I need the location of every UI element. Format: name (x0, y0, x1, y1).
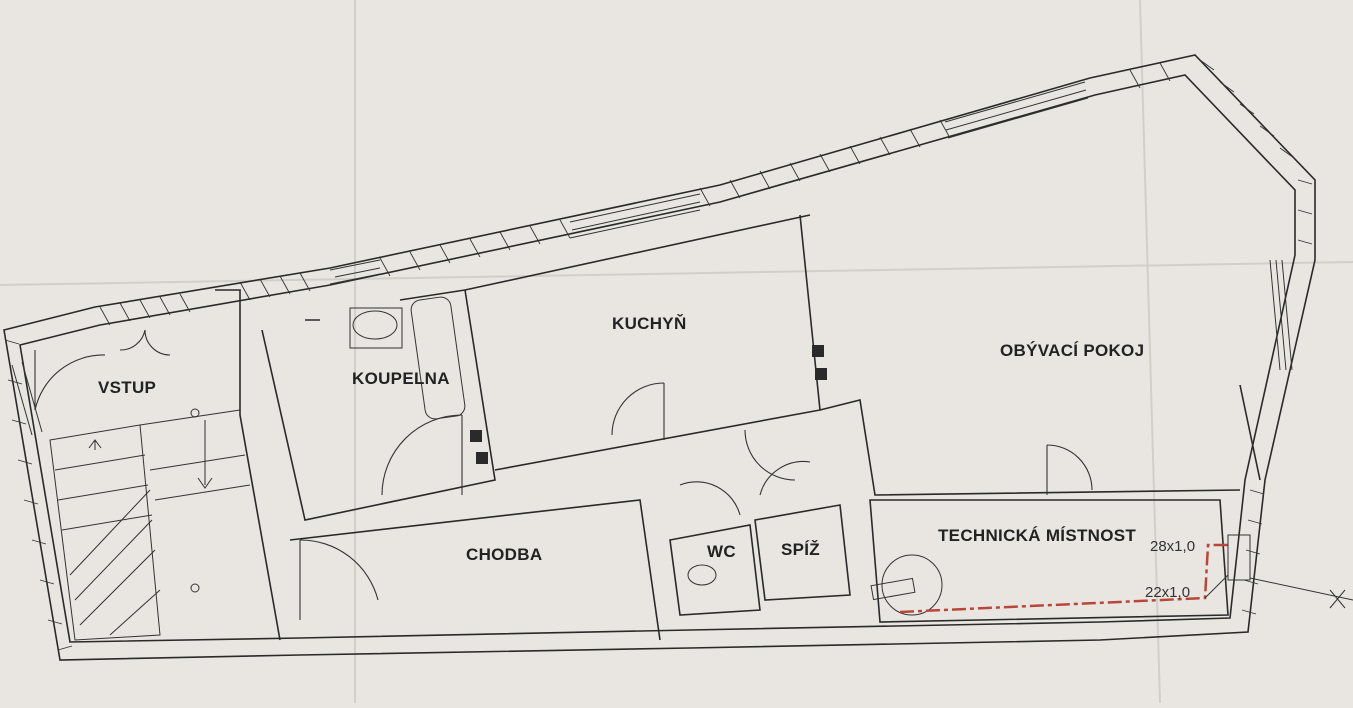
staircase (49, 408, 251, 641)
heating-pipe (899, 543, 1229, 614)
boiler (881, 554, 943, 616)
door-swings (34, 329, 1093, 620)
service-line-end-mark (1329, 589, 1346, 609)
room-label-kuchyn: KUCHYŇ (612, 314, 687, 333)
pipe-label-upper: 28x1,0 (1150, 538, 1195, 555)
room-label-chodba: CHODBA (466, 545, 542, 564)
interior-walls (215, 214, 1261, 641)
room-label-spiz: SPÍŽ (781, 540, 820, 559)
room-label-technicka-mistnost: TECHNICKÁ MÍSTNOST (938, 526, 1136, 545)
distribution-box (1227, 534, 1251, 581)
washbasin-frame (349, 307, 403, 349)
exterior-walls (3, 54, 1316, 661)
room-label-obyvaci-pokoj: OBÝVACÍ POKOJ (1000, 341, 1144, 360)
boiler-connector (870, 577, 916, 601)
service-line (1249, 577, 1353, 601)
windows (11, 81, 1293, 436)
bathtub (410, 296, 466, 420)
pipe-labels: 28x1,0 22x1,0 (1145, 538, 1195, 601)
room-label-vstup: VSTUP (98, 378, 156, 397)
fixtures (349, 296, 1353, 616)
vent-shafts (470, 345, 827, 464)
wall-hatching (4, 59, 1313, 651)
washbasin (352, 310, 398, 340)
room-labels: VSTUP KOUPELNA KUCHYŇ OBÝVACÍ POKOJ CHOD… (98, 314, 1144, 564)
room-label-wc: WC (707, 542, 736, 561)
room-label-koupelna: KOUPELNA (352, 369, 450, 388)
toilet (687, 564, 717, 586)
pipe-label-lower: 22x1,0 (1145, 584, 1190, 601)
